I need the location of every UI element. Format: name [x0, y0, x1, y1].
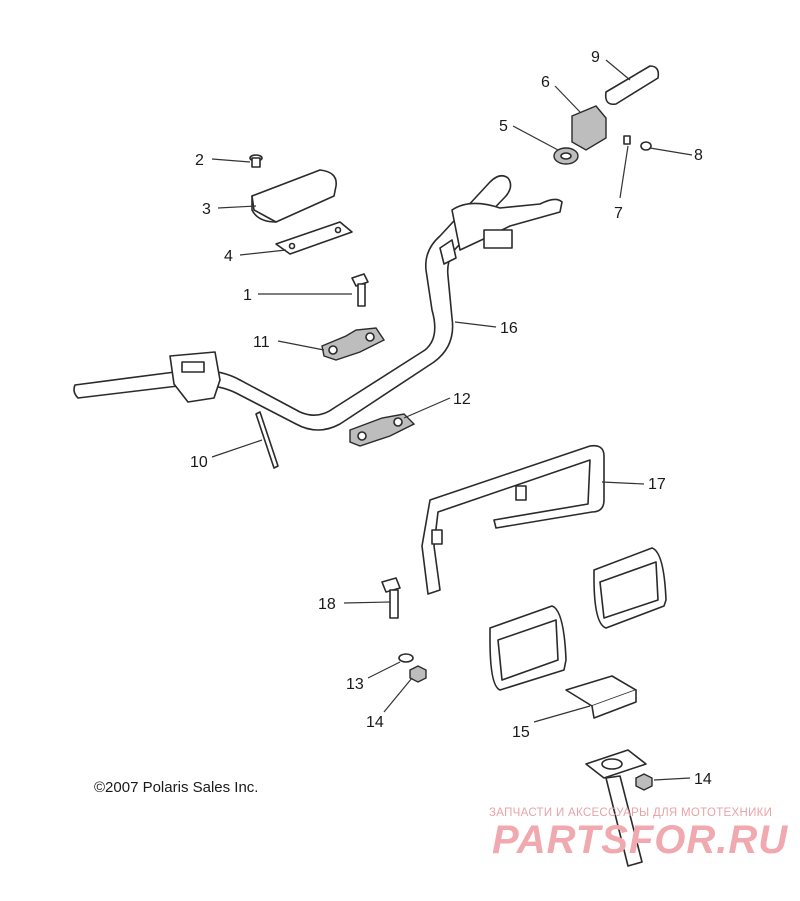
screw-2 [249, 154, 263, 168]
washer-5 [553, 147, 579, 165]
upper-clamp [321, 327, 386, 361]
callout-14a: 14 [366, 714, 384, 731]
callout-7: 7 [614, 205, 623, 222]
callout-9: 9 [591, 49, 600, 66]
nut-14-right [635, 773, 653, 791]
callout-11: 11 [253, 334, 270, 351]
throttle-housing [571, 105, 607, 151]
callout-5: 5 [499, 118, 508, 135]
callouts: 2 3 4 1 11 10 16 12 5 6 9 8 7 17 18 13 1… [190, 49, 712, 788]
headlight-right [593, 547, 667, 629]
plug-8 [640, 141, 652, 151]
callout-10: 10 [190, 454, 208, 471]
mount-stem [585, 749, 647, 867]
bolt-1 [351, 273, 369, 307]
callout-8: 8 [694, 147, 703, 164]
handlebar-cover [251, 169, 337, 223]
callout-13: 13 [346, 676, 364, 693]
callout-14b: 14 [694, 771, 712, 788]
leader-lines [211, 59, 693, 781]
callout-17: 17 [648, 476, 666, 493]
callout-1: 1 [243, 287, 252, 304]
nut-14-left [409, 665, 427, 683]
lower-clamp [349, 413, 416, 447]
washer-13 [398, 653, 414, 663]
headlight-left [489, 605, 567, 691]
callout-2: 2 [195, 152, 204, 169]
copyright-notice: ©2007 Polaris Sales Inc. [94, 779, 259, 796]
watermark-subtitle: ЗАПЧАСТИ И АКСЕССУАРЫ ДЛЯ МОТОТЕХНИКИ [489, 807, 773, 819]
callout-12: 12 [453, 391, 471, 408]
light-mount-plate [565, 675, 637, 719]
bolt-18 [381, 577, 401, 619]
mounting-plate [275, 221, 353, 255]
callout-3: 3 [202, 201, 211, 218]
callout-18: 18 [318, 596, 336, 613]
callout-6: 6 [541, 74, 550, 91]
brake-lever-assembly [439, 198, 563, 265]
handlebar [73, 174, 512, 431]
callout-15: 15 [512, 724, 530, 741]
watermark-logo: PARTSFOR.RU [492, 818, 789, 862]
light-bracket [421, 444, 605, 595]
grip [604, 65, 660, 106]
screw-7 [623, 135, 631, 145]
cable-tie [255, 411, 279, 469]
callout-4: 4 [224, 248, 233, 265]
callout-16: 16 [500, 320, 518, 337]
